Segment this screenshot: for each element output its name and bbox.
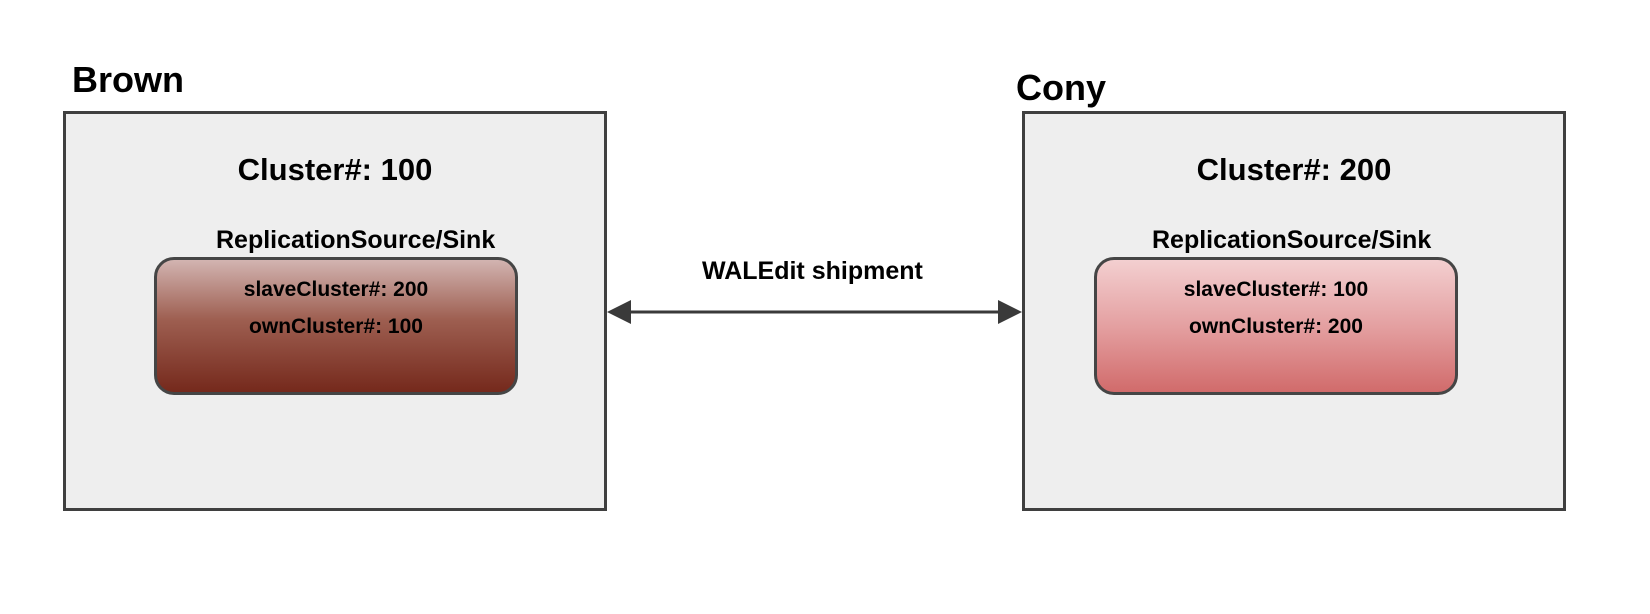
left-site-name: Brown xyxy=(72,59,184,100)
arrow-head-right xyxy=(998,300,1022,324)
right-site-name: Cony xyxy=(1016,67,1106,108)
left-replication-node: slaveCluster#: 200 ownCluster#: 100 xyxy=(154,257,518,395)
right-slave-cluster: slaveCluster#: 100 xyxy=(1183,278,1369,301)
left-slave-cluster: slaveCluster#: 200 xyxy=(243,278,429,301)
left-cluster-label: Cluster#: 100 xyxy=(237,152,433,187)
left-own-cluster: ownCluster#: 100 xyxy=(249,315,423,338)
right-replication-label: ReplicationSource/Sink xyxy=(1152,226,1432,254)
right-own-cluster: ownCluster#: 200 xyxy=(1189,315,1363,338)
left-replication-label: ReplicationSource/Sink xyxy=(216,226,496,254)
arrow-head-left xyxy=(607,300,631,324)
right-replication-node: slaveCluster#: 100 ownCluster#: 200 xyxy=(1094,257,1458,395)
right-cluster-label: Cluster#: 200 xyxy=(1196,152,1392,187)
arrow-label: WALEdit shipment xyxy=(702,257,923,285)
